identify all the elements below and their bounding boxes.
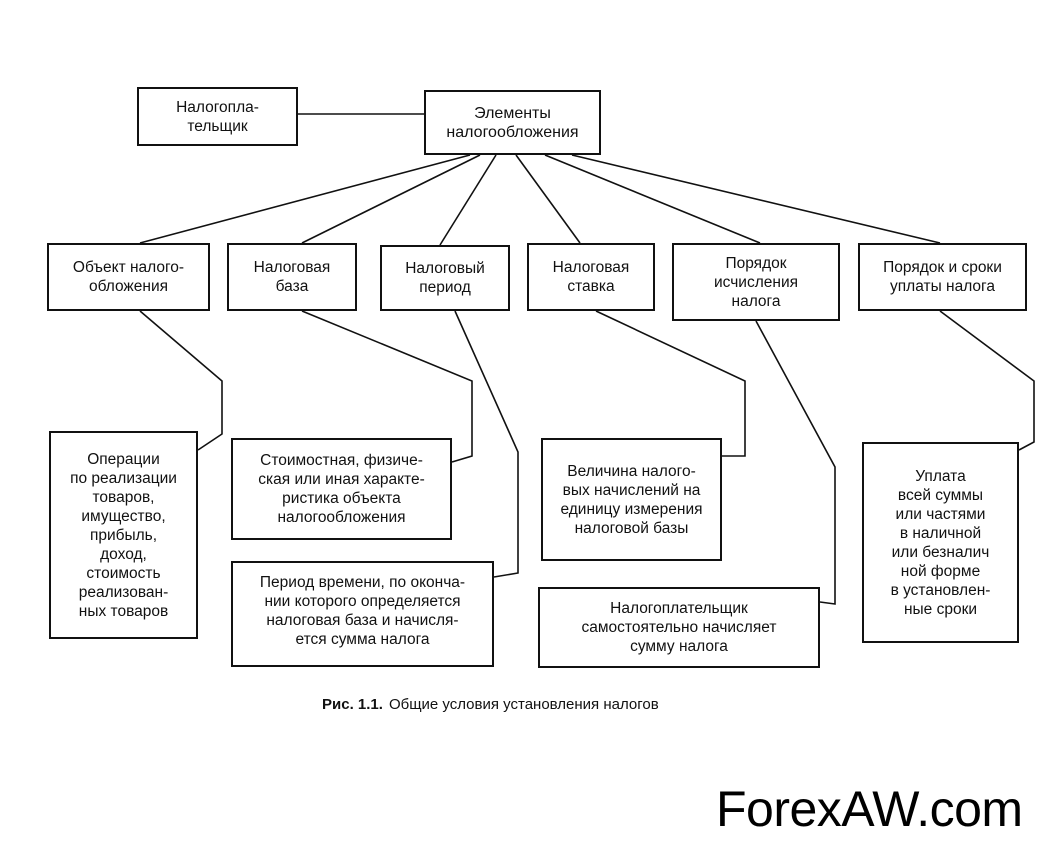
link-calc-detail (755, 320, 836, 605)
node-label: Налоговая база (253, 259, 331, 295)
node-tax-object: Объект налого- обложения (47, 243, 210, 311)
detail-calculation: Налогоплательщик самостоятельно начисляе… (538, 587, 820, 668)
node-label: Налоговый период (405, 260, 485, 296)
caption-text: Общие условия установления налогов (388, 696, 659, 713)
node-tax-base: Налоговая база (227, 243, 357, 311)
link-object-detail (139, 310, 223, 451)
detail-text: Операции по реализации товаров, имуществ… (70, 450, 177, 620)
link-root-base (301, 154, 481, 244)
link-payment-detail (939, 310, 1035, 451)
detail-tax-period: Период времени, по оконча- нии которого … (231, 561, 494, 667)
node-calculation-procedure: Порядок исчисления налога (672, 243, 840, 321)
detail-tax-base: Стоимостная, физиче- ская или иная харак… (231, 438, 452, 540)
detail-tax-rate: Величина налого- вых начислений на едини… (541, 438, 722, 561)
link-rate-detail (595, 310, 746, 457)
link-root-payment (571, 154, 941, 244)
node-label: Объект налого- обложения (72, 259, 185, 295)
detail-text: Налогоплательщик самостоятельно начисляе… (581, 600, 777, 655)
node-taxpayer: Налогопла- тельщик (137, 87, 298, 146)
node-label: Налогопла- тельщик (176, 98, 259, 135)
detail-text: Стоимостная, физиче- ская или иная харак… (258, 452, 425, 526)
node-tax-period: Налоговый период (380, 245, 510, 311)
link-root-calc (544, 154, 761, 244)
node-label: Порядок исчисления налога (714, 254, 798, 310)
detail-text: Величина налого- вых начислений на едини… (560, 462, 703, 537)
node-payment-procedure: Порядок и сроки уплаты налога (858, 243, 1027, 311)
link-base-detail (301, 310, 473, 463)
node-label: Порядок и сроки уплаты налога (883, 259, 1002, 295)
link-root-rate (515, 154, 581, 244)
caption-label: Рис. 1.1. (322, 696, 383, 713)
detail-tax-object: Операции по реализации товаров, имуществ… (49, 431, 198, 639)
link-root-object (139, 154, 471, 244)
node-taxation-elements: Элементы налогообложения (424, 90, 601, 155)
link-root-period (439, 154, 497, 246)
node-label: Элементы налогообложения (446, 104, 579, 141)
watermark-text: ForexAW.com (716, 781, 1023, 837)
link-period-detail (454, 310, 519, 578)
figure-caption: Рис. 1.1. Общие условия установления нало… (322, 696, 659, 713)
node-label: Налоговая ставка (552, 259, 630, 295)
detail-text: Уплата всей суммы или частями в наличной… (890, 467, 991, 618)
node-tax-rate: Налоговая ставка (527, 243, 655, 311)
detail-payment: Уплата всей суммы или частями в наличной… (862, 442, 1019, 643)
detail-text: Период времени, по оконча- нии которого … (259, 574, 466, 648)
